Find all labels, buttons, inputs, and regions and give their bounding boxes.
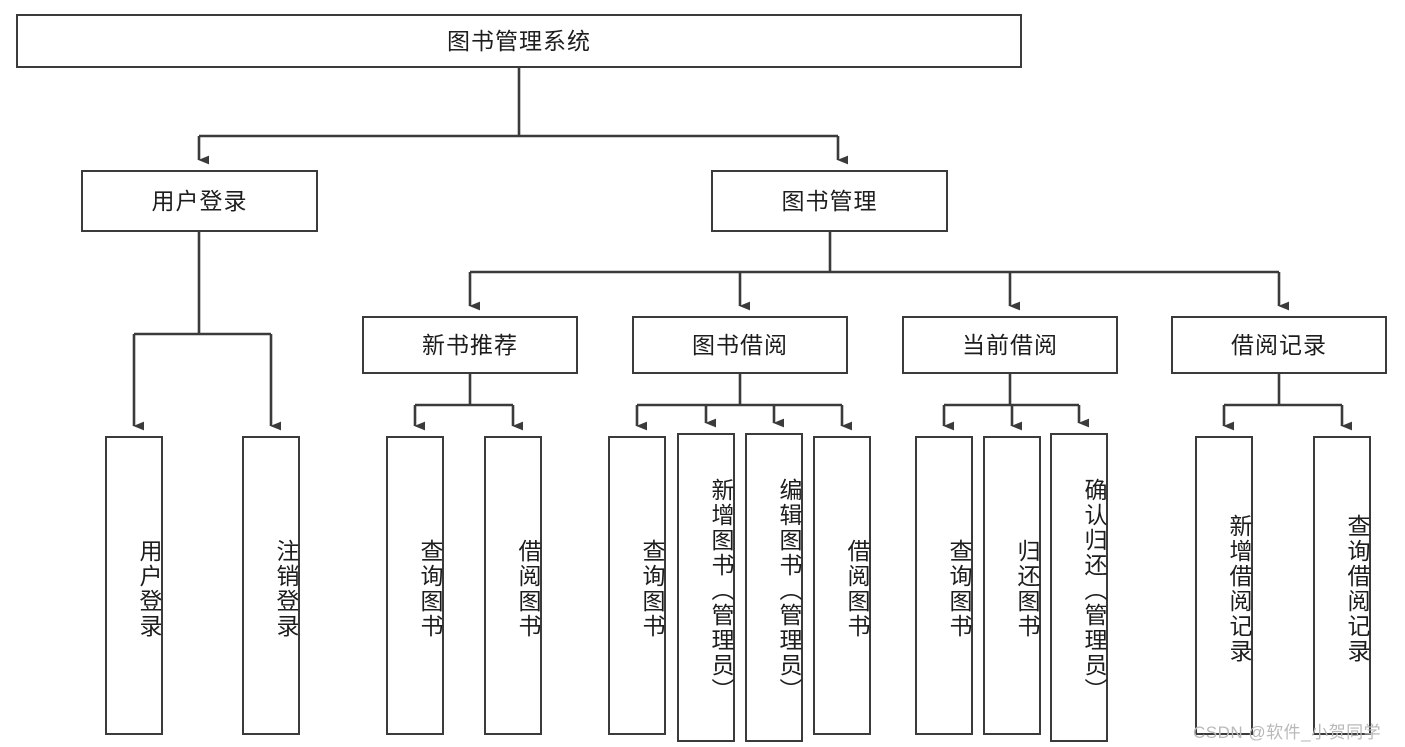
leaf-user-login-login-label: 用户登录 — [136, 538, 162, 639]
csdn-watermark: CSDN @软件_小贺同学 — [1193, 723, 1382, 742]
node-current-borrow-label: 当前借阅 — [962, 331, 1058, 358]
node-root-system[interactable]: 图书管理系统 — [16, 14, 1022, 68]
leaf-new-book-query[interactable]: 查询图书 — [386, 436, 444, 735]
node-new-book-recommend[interactable]: 新书推荐 — [362, 316, 578, 374]
node-new-book-recommend-label: 新书推荐 — [422, 331, 518, 358]
node-book-manage[interactable]: 图书管理 — [711, 170, 948, 232]
leaf-book-borrow-query[interactable]: 查询图书 — [608, 436, 666, 735]
leaf-current-borrow-query-label: 查询图书 — [946, 538, 972, 639]
leaf-current-borrow-return-label: 归还图书 — [1014, 538, 1040, 639]
leaf-borrow-record-add-label: 新增借阅记录 — [1226, 513, 1252, 664]
node-book-borrow[interactable]: 图书借阅 — [632, 316, 848, 374]
leaf-current-borrow-confirm[interactable]: 确认归还（管理员） — [1050, 433, 1108, 742]
node-borrow-record[interactable]: 借阅记录 — [1171, 316, 1387, 374]
leaf-borrow-record-query[interactable]: 查询借阅记录 — [1313, 436, 1371, 735]
node-book-borrow-label: 图书借阅 — [692, 331, 788, 358]
leaf-book-borrow-borrow[interactable]: 借阅图书 — [813, 436, 871, 735]
node-current-borrow[interactable]: 当前借阅 — [902, 316, 1118, 374]
leaf-new-book-borrow-label: 借阅图书 — [515, 538, 541, 639]
leaf-current-borrow-confirm-label: 确认归还（管理员） — [1081, 478, 1107, 703]
leaf-book-borrow-query-label: 查询图书 — [639, 538, 665, 639]
leaf-book-borrow-add-label: 新增图书（管理员） — [708, 478, 734, 703]
leaf-user-login-login[interactable]: 用户登录 — [105, 436, 163, 735]
node-borrow-record-label: 借阅记录 — [1231, 331, 1327, 358]
leaf-book-borrow-edit[interactable]: 编辑图书（管理员） — [745, 433, 803, 742]
leaf-borrow-record-query-label: 查询借阅记录 — [1344, 513, 1370, 664]
leaf-borrow-record-add[interactable]: 新增借阅记录 — [1195, 436, 1253, 735]
leaf-book-borrow-edit-label: 编辑图书（管理员） — [776, 478, 802, 703]
leaf-current-borrow-return[interactable]: 归还图书 — [983, 436, 1041, 735]
node-user-login-label: 用户登录 — [151, 187, 248, 214]
leaf-user-login-logout-label: 注销登录 — [273, 538, 299, 639]
leaf-book-borrow-add[interactable]: 新增图书（管理员） — [677, 433, 735, 742]
leaf-book-borrow-borrow-label: 借阅图书 — [844, 538, 870, 639]
leaf-current-borrow-query[interactable]: 查询图书 — [915, 436, 973, 735]
node-root-system-label: 图书管理系统 — [447, 27, 591, 54]
leaf-new-book-borrow[interactable]: 借阅图书 — [484, 436, 542, 735]
leaf-user-login-logout[interactable]: 注销登录 — [242, 436, 300, 735]
node-user-login[interactable]: 用户登录 — [81, 170, 318, 232]
node-book-manage-label: 图书管理 — [781, 187, 878, 214]
leaf-new-book-query-label: 查询图书 — [417, 538, 443, 639]
